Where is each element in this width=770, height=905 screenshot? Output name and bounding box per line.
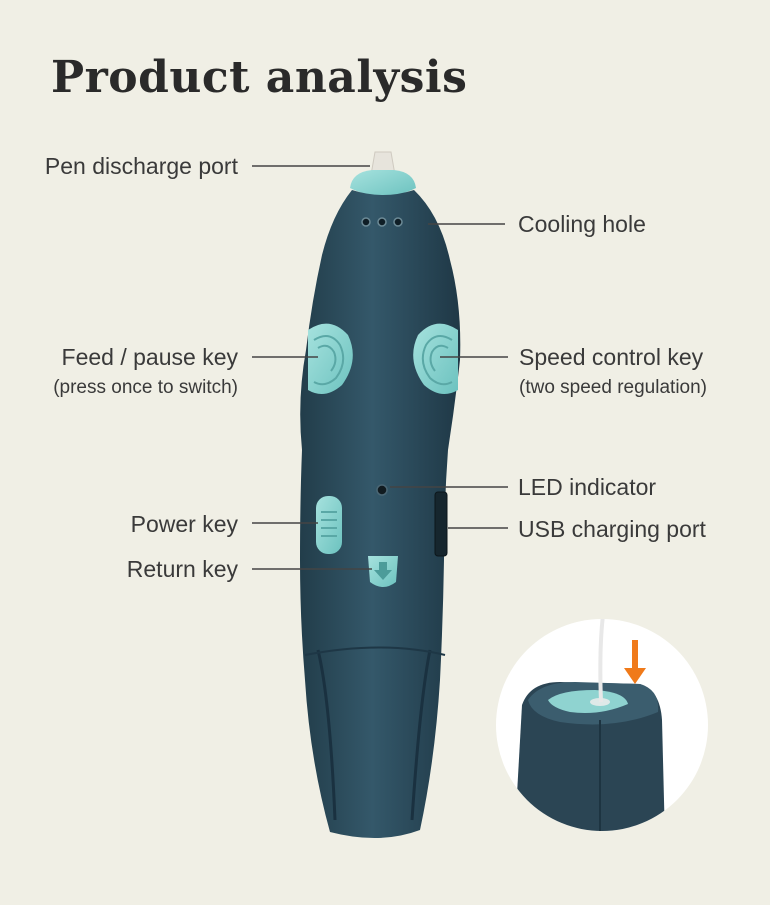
- led-indicator: [376, 484, 388, 496]
- cooling-holes: [361, 217, 403, 227]
- label-usb-charging-port: USB charging port: [518, 516, 706, 542]
- power-key: [316, 496, 342, 554]
- charging-detail-inset: [496, 619, 708, 831]
- down-arrow-icon: [624, 640, 646, 684]
- return-key: [368, 556, 398, 587]
- usb-port: [434, 491, 448, 557]
- speed-control-key: [413, 323, 458, 394]
- nozzle-tip: [350, 151, 416, 196]
- label-feed-pause-key: Feed / pause key: [61, 344, 238, 370]
- label-cooling-hole: Cooling hole: [518, 211, 646, 237]
- label-power-key: Power key: [130, 511, 238, 537]
- label-return-key: Return key: [126, 556, 238, 582]
- note-feed-pause-key: (press once to switch): [53, 377, 238, 398]
- note-speed-control-key: (two speed regulation): [519, 377, 707, 398]
- label-led-indicator: LED indicator: [518, 474, 657, 500]
- feed-pause-key: [308, 323, 353, 394]
- page-title: Product analysis: [51, 52, 468, 103]
- leader-lines: [252, 165, 508, 570]
- label-speed-control-key: Speed control key: [519, 344, 704, 370]
- label-pen-discharge-port: Pen discharge port: [44, 153, 238, 179]
